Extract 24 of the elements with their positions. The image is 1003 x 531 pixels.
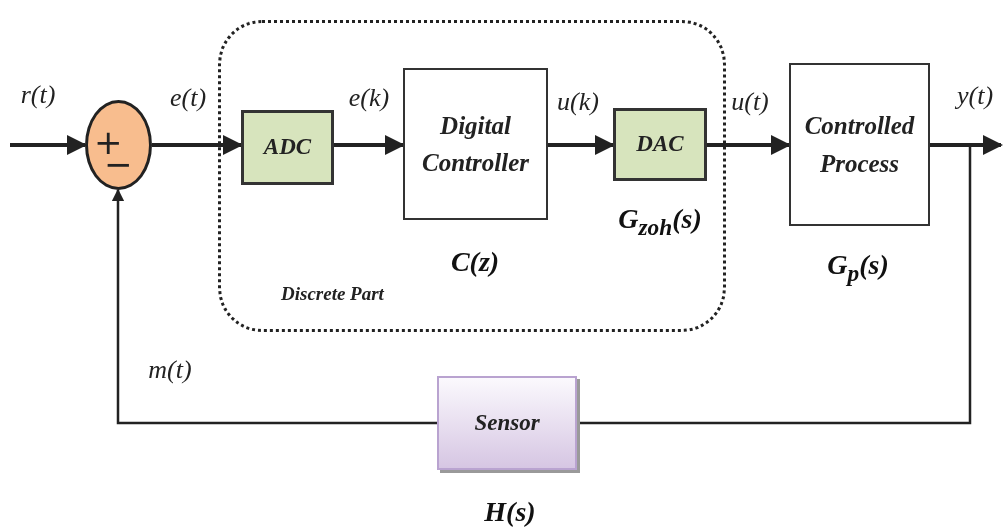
process-box: [403, 68, 548, 220]
arrow: [334, 135, 405, 155]
arrow: [10, 135, 87, 155]
process-box: [613, 108, 707, 181]
process-box: [789, 63, 930, 226]
arrow: [707, 135, 791, 155]
process-box: [241, 110, 334, 185]
arrow: [111, 188, 437, 425]
transfer-function: H(s): [484, 496, 536, 528]
block-label: ADC: [261, 133, 313, 162]
arrow: [152, 135, 243, 155]
block-label: Sensor: [473, 408, 541, 437]
sensor-box: [437, 376, 577, 470]
transfer-function: G$_{p}$(s): [827, 249, 889, 287]
arrow: [930, 135, 1003, 155]
connector-line: [577, 143, 972, 425]
group-label: Discrete Part: [281, 283, 384, 305]
arrow: [548, 135, 615, 155]
block-label: Controlled Process: [803, 111, 916, 179]
dashed-group-boundary: [218, 20, 726, 332]
block-label: DAC: [635, 130, 685, 159]
transfer-function: C(z): [450, 246, 500, 278]
block-label: Digital Controller: [421, 110, 530, 178]
transfer-function: G$_{zoh}$(s): [618, 203, 702, 241]
